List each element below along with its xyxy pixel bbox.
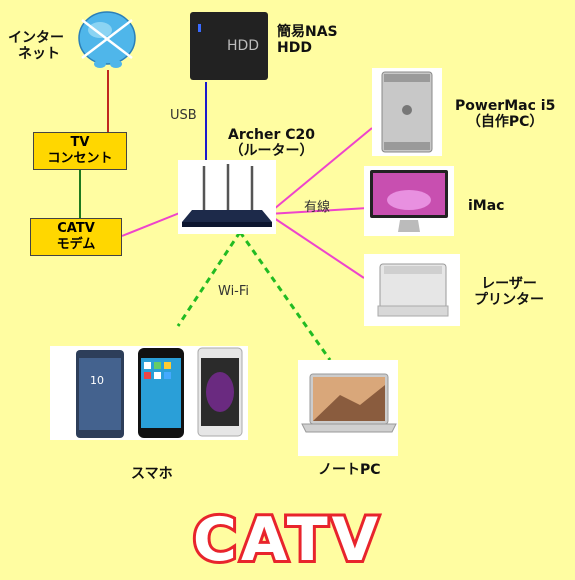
label-smartphone: スマホ [131, 466, 173, 482]
tv-outlet-box: TV コンセント [33, 132, 127, 170]
notebook-icon [298, 360, 398, 456]
label-printer-line1: レーザー [481, 276, 537, 292]
link-router-printer [267, 213, 365, 279]
label-wifi: Wi-Fi [218, 284, 250, 299]
label-router-line2: （ルーター） [229, 143, 314, 159]
nas-hdd-icon: HDD [190, 12, 268, 80]
link-router-powermac [267, 127, 373, 215]
tv-outlet-line1: TV [70, 135, 90, 150]
wifi-link-phones [176, 231, 242, 327]
link-modem-router [121, 211, 183, 237]
label-printer: レーザー プリンター [474, 276, 544, 308]
powermac-icon [372, 68, 442, 156]
phone-clock-text: 10 [90, 374, 104, 387]
router-icon [178, 160, 276, 234]
label-internet-line2: ネット [18, 46, 60, 62]
laser-printer-icon [364, 254, 460, 326]
label-usb: USB [170, 108, 197, 123]
label-powermac-line2: （自作PC） [466, 114, 544, 130]
smartphones-icon: 10 [50, 346, 248, 440]
label-notebook: ノートPC [318, 462, 381, 478]
label-nas: 簡易NAS HDD [277, 24, 338, 56]
label-router: Archer C20 （ルーター） [228, 127, 315, 159]
label-powermac-line1: PowerMac i5 [455, 98, 556, 114]
label-printer-line2: プリンター [474, 292, 544, 308]
label-nas-line2: HDD [277, 40, 312, 56]
label-imac: iMac [468, 198, 505, 214]
label-nas-line1: 簡易NAS [277, 24, 338, 40]
catv-modem-box: CATV モデム [30, 218, 122, 256]
nas-hdd-text: HDD [227, 38, 259, 54]
label-wired: 有線 [304, 200, 331, 215]
catv-modem-line1: CATV [57, 221, 95, 236]
imac-icon [364, 166, 454, 236]
label-router-line1: Archer C20 [228, 127, 316, 143]
wifi-link-notebook [238, 231, 332, 361]
catv-modem-line2: モデム [56, 237, 96, 252]
label-internet: インター ネット [8, 30, 64, 62]
internet-globe-icon [78, 11, 136, 68]
label-internet-line1: インター [8, 30, 64, 46]
link-router-imac [267, 207, 369, 215]
footer-catv-logo: CATV [190, 502, 383, 578]
tv-outlet-line2: コンセント [47, 151, 113, 166]
label-powermac: PowerMac i5 （自作PC） [455, 98, 555, 130]
